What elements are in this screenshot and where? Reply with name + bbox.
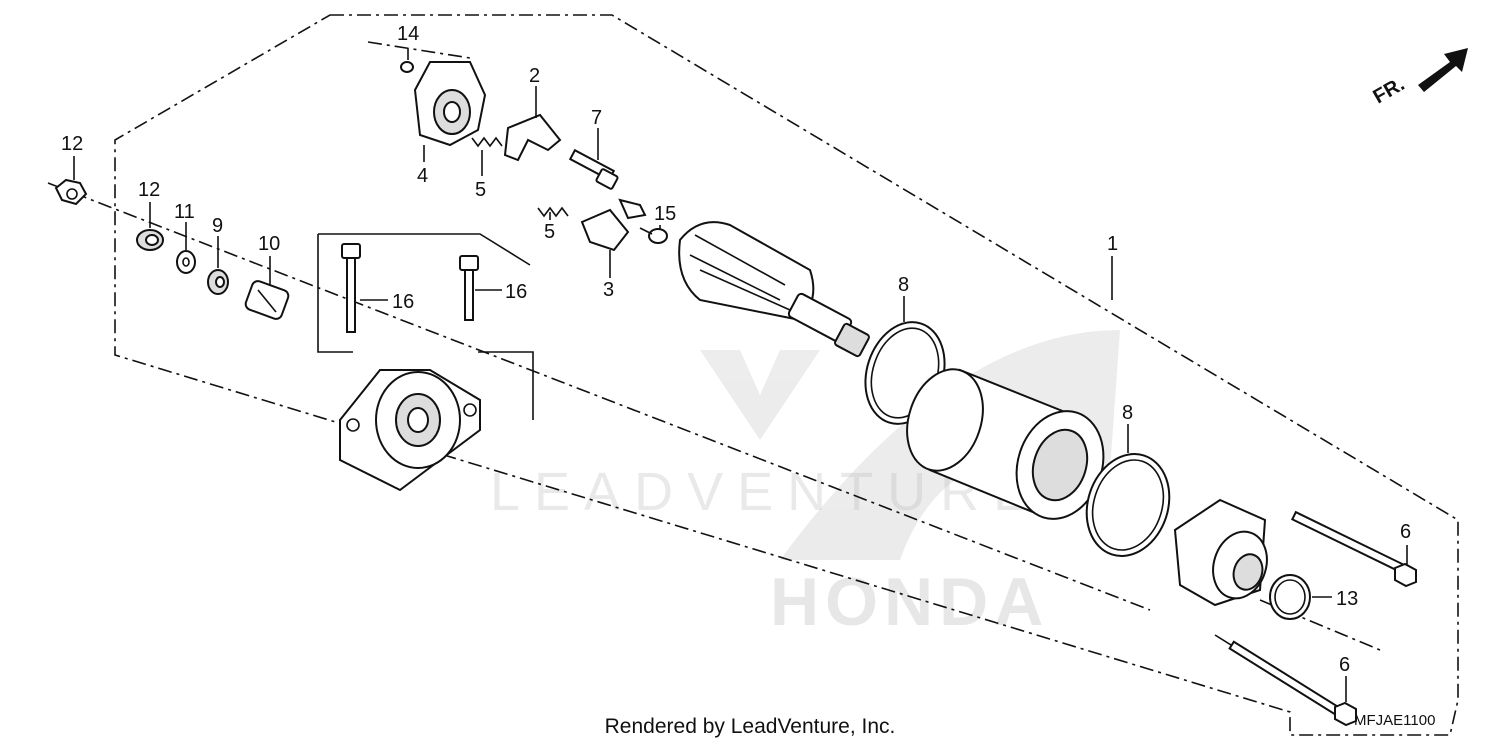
armature xyxy=(678,221,870,358)
brush-group-boundary xyxy=(367,41,471,59)
callout-12-inner: 12 xyxy=(138,179,160,201)
callout-6-upper: 6 xyxy=(1400,521,1411,543)
callout-2: 2 xyxy=(529,65,540,87)
callout-4: 4 xyxy=(417,165,428,187)
terminal-insulator-10 xyxy=(244,280,290,320)
callout-15: 15 xyxy=(654,203,676,225)
callout-8-front: 8 xyxy=(898,274,909,296)
callout-13: 13 xyxy=(1336,588,1358,610)
o-ring-8-rear xyxy=(1085,453,1171,557)
callout-11: 11 xyxy=(174,201,195,223)
bolt-6-upper xyxy=(1290,510,1417,588)
diagram-code: MFJAE1100 xyxy=(1354,712,1436,729)
callout-7: 7 xyxy=(591,107,602,129)
brush-3 xyxy=(580,198,647,252)
front-cover xyxy=(1173,498,1268,607)
bolt-6-lower xyxy=(1228,640,1357,727)
callout-3: 3 xyxy=(603,279,614,301)
callout-6-lower: 6 xyxy=(1339,654,1350,676)
callout-1: 1 xyxy=(1107,233,1118,255)
bolt-16-right xyxy=(459,255,479,321)
spring-5-upper xyxy=(471,136,503,148)
screw-15 xyxy=(639,227,668,244)
insulator-9 xyxy=(207,269,229,295)
nut-12-inner xyxy=(136,229,164,251)
callout-5-upper: 5 xyxy=(475,179,486,201)
front-direction-arrow: FR. xyxy=(1370,48,1468,108)
front-direction-label: FR. xyxy=(1370,73,1409,108)
bolt-bracket xyxy=(317,233,534,420)
brush-holder-4 xyxy=(413,61,487,147)
screw-7 xyxy=(568,148,619,190)
callout-16-left: 16 xyxy=(392,291,414,313)
callout-16-right: 16 xyxy=(505,281,527,303)
nut-12-outer xyxy=(54,178,88,206)
main-axis xyxy=(47,182,1151,611)
callout-8-rear: 8 xyxy=(1122,402,1133,424)
assembly-boundary xyxy=(114,14,1459,736)
callout-labels: 1 2 3 4 5 5 6 6 7 8 8 9 10 11 12 12 13 1… xyxy=(61,23,1411,676)
callout-5-lower: 5 xyxy=(544,221,555,243)
o-ring-13 xyxy=(1269,574,1311,620)
washer-11 xyxy=(176,250,196,274)
callout-9: 9 xyxy=(212,215,223,237)
rear-cover xyxy=(339,369,481,492)
spring-5-lower xyxy=(537,206,569,218)
yoke-housing xyxy=(906,368,1105,520)
callout-14: 14 xyxy=(397,23,419,45)
bolt-16-left xyxy=(341,243,361,333)
brush-2 xyxy=(503,113,562,162)
leader-lines xyxy=(73,48,1408,702)
callout-12-outer: 12 xyxy=(61,133,83,155)
callout-10: 10 xyxy=(258,233,280,255)
o-ring-14 xyxy=(400,61,414,73)
render-credit: Rendered by LeadVenture, Inc. xyxy=(604,715,896,738)
honda-logo-text: HONDA xyxy=(770,564,1049,640)
